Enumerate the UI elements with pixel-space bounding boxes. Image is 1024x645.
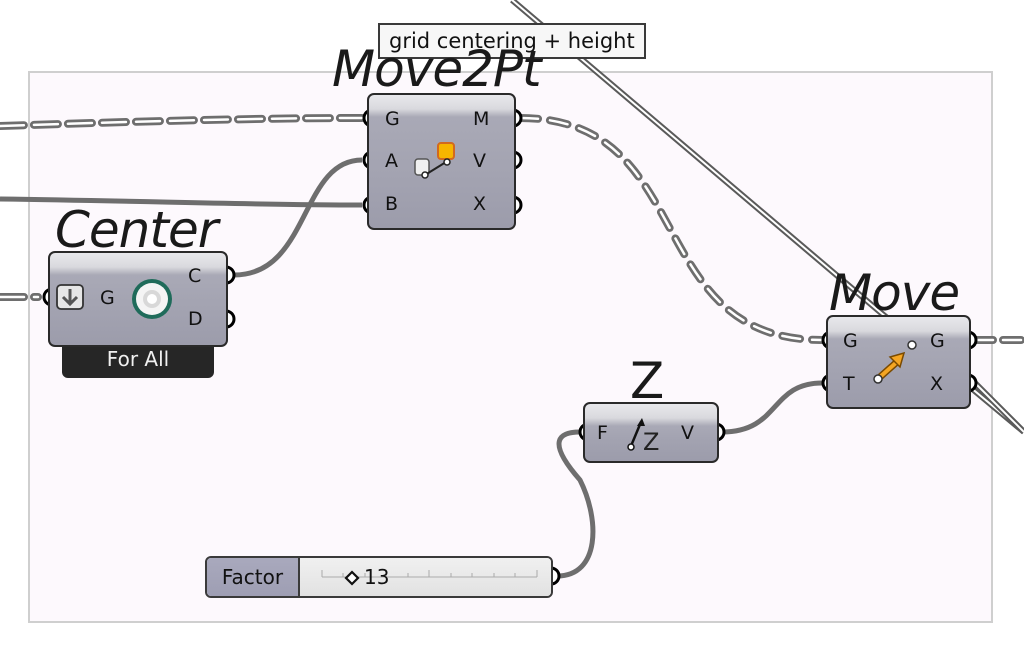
graft-arrow-down-icon[interactable] <box>55 283 85 313</box>
unit-z-input-f[interactable]: F <box>597 422 608 444</box>
wire-move-x-out[interactable] <box>972 380 1024 435</box>
slider-ticks <box>321 570 538 578</box>
move2pt-output-v[interactable]: V <box>473 150 486 172</box>
move-output-x[interactable]: X <box>930 373 944 395</box>
slider-handle-icon[interactable] <box>344 570 360 586</box>
center-output-d[interactable]: D <box>188 308 203 330</box>
svg-text:Z: Z <box>643 428 659 456</box>
slider-track[interactable] <box>300 558 551 596</box>
wire-move2pt-m-to-move-g[interactable] <box>516 114 826 344</box>
center-nickname: Center <box>55 201 218 259</box>
center-component[interactable]: G C D <box>48 251 228 347</box>
unit-z-output-v[interactable]: V <box>681 422 694 444</box>
wire-slider-to-z-f[interactable] <box>556 429 596 579</box>
move-input-t[interactable]: T <box>843 373 855 395</box>
move-nickname: Move <box>829 264 960 322</box>
wire-center-c-to-move2pt-a[interactable] <box>233 157 363 278</box>
move2pt-input-a[interactable]: A <box>385 150 398 172</box>
center-output-c[interactable]: C <box>188 265 202 287</box>
move2pt-input-b[interactable]: B <box>385 193 399 215</box>
move-input-g[interactable]: G <box>843 330 858 352</box>
circle-center-icon <box>132 279 172 319</box>
unit-z-vector-icon: Z <box>627 418 659 456</box>
move2pt-nickname: Move2Pt <box>332 40 542 98</box>
move-to-point-icon <box>414 142 455 179</box>
unit-z-nickname: Z <box>630 352 664 410</box>
move-arrow-icon <box>873 340 917 384</box>
move-output-g[interactable]: G <box>930 330 945 352</box>
move2pt-output-x[interactable]: X <box>473 193 487 215</box>
wire-z-v-to-move-t[interactable] <box>721 380 823 435</box>
center-input-g[interactable]: G <box>100 287 115 309</box>
move2pt-output-m[interactable]: M <box>473 108 490 130</box>
group-tooltip: grid centering + height <box>378 23 646 59</box>
wire-diagonal-external[interactable] <box>510 0 1024 435</box>
unit-z-component[interactable]: F V Z <box>583 402 719 463</box>
wire-into-move2pt-g[interactable] <box>0 114 366 130</box>
move2pt-component[interactable]: G A B M V X <box>367 93 516 230</box>
move2pt-input-g[interactable]: G <box>385 108 400 130</box>
center-footer-label: For All <box>62 343 214 378</box>
slider-value[interactable]: 13 <box>364 565 390 589</box>
wire-into-move2pt-b[interactable] <box>0 196 363 208</box>
move-component[interactable]: G T G X <box>826 315 971 409</box>
factor-slider[interactable]: Factor 13 <box>205 556 553 598</box>
slider-label: Factor <box>207 558 300 596</box>
